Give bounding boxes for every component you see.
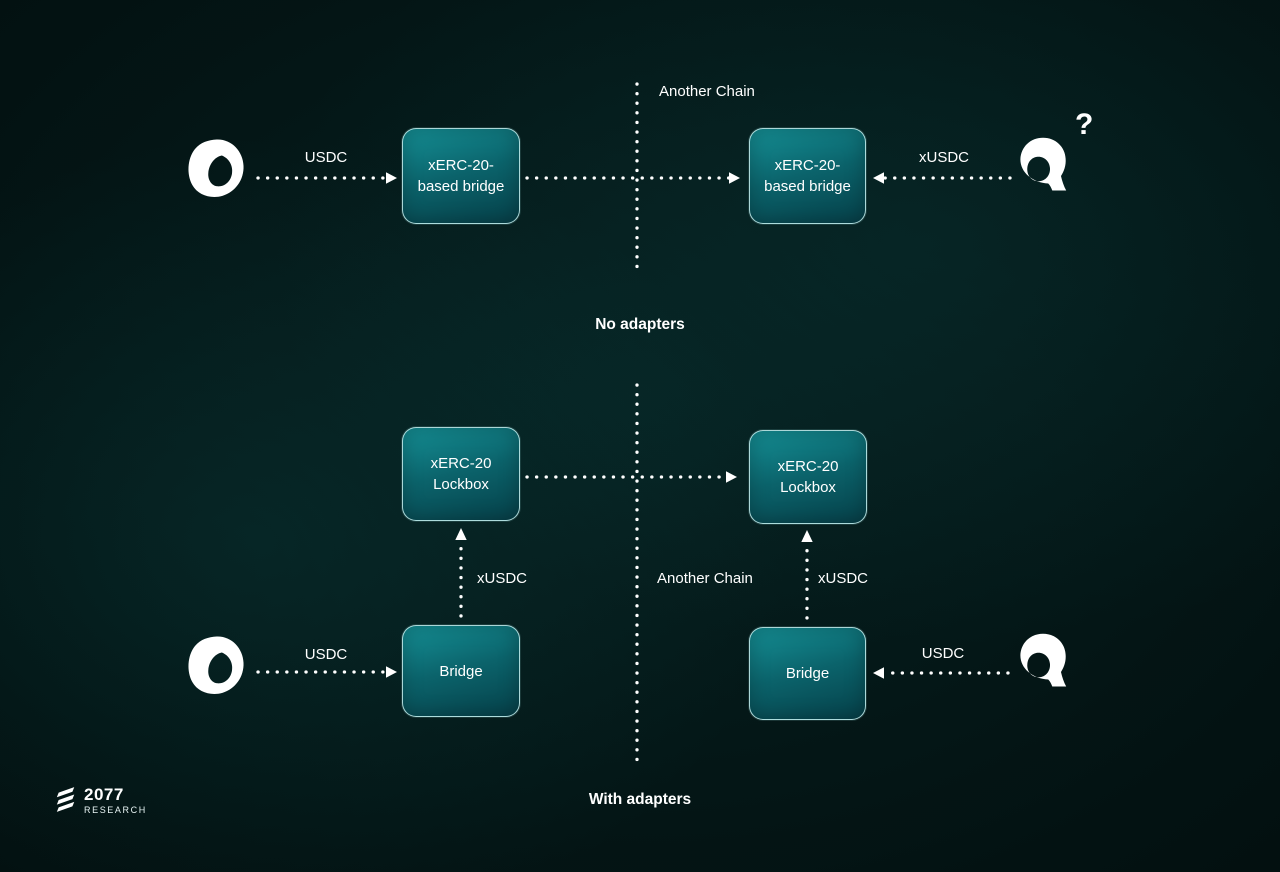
lockbox-node-right: xERC-20 Lockbox <box>749 430 867 524</box>
woman-user-icon-bottom <box>183 634 249 698</box>
arrowhead-lockbox-up-right <box>801 530 813 542</box>
usdc-label-bottom-left: USDC <box>304 646 348 663</box>
usdc-label-bottom-right: USDC <box>921 645 965 662</box>
xusdc-label-bottom-right: xUSDC <box>818 570 869 587</box>
logo-slashes-icon <box>55 786 77 814</box>
arrowhead-lockbox-up-left <box>455 528 467 540</box>
usdc-label-top: USDC <box>304 149 348 166</box>
arrowhead-bottom-right-left <box>873 667 884 679</box>
bridge-node-bottom-right: Bridge <box>749 627 866 720</box>
logo-text: 2077 RESEARCH <box>84 786 147 815</box>
bridge-node-top-right: xERC-20-based bridge <box>749 128 866 224</box>
logo-2077-research: 2077 RESEARCH <box>55 786 147 815</box>
xusdc-label-bottom-left: xUSDC <box>477 570 528 587</box>
logo-subtitle: RESEARCH <box>84 805 147 815</box>
another-chain-label-top: Another Chain <box>659 83 755 100</box>
man-user-icon-top <box>1014 131 1072 199</box>
arrowhead-top-right-left <box>873 172 884 184</box>
caption-no-adapters: No adapters <box>595 316 685 333</box>
bridge-node-bottom-left: Bridge <box>402 625 520 717</box>
bridge-node-top-left: xERC-20-based bridge <box>402 128 520 224</box>
caption-with-adapters: With adapters <box>588 791 692 808</box>
xusdc-label-top: xUSDC <box>918 149 970 166</box>
question-mark: ? <box>1075 108 1094 141</box>
lockbox-node-left: xERC-20 Lockbox <box>402 427 520 521</box>
arrowhead-lockbox-right <box>726 471 737 483</box>
man-user-icon-bottom <box>1014 626 1072 696</box>
arrowhead-top-left-right <box>386 172 397 184</box>
arrowhead-top-center-right <box>729 172 740 184</box>
logo-name: 2077 <box>84 785 124 804</box>
another-chain-label-bottom: Another Chain <box>657 570 753 587</box>
arrowhead-bottom-left-right <box>386 666 397 678</box>
woman-user-icon-top <box>183 137 249 201</box>
